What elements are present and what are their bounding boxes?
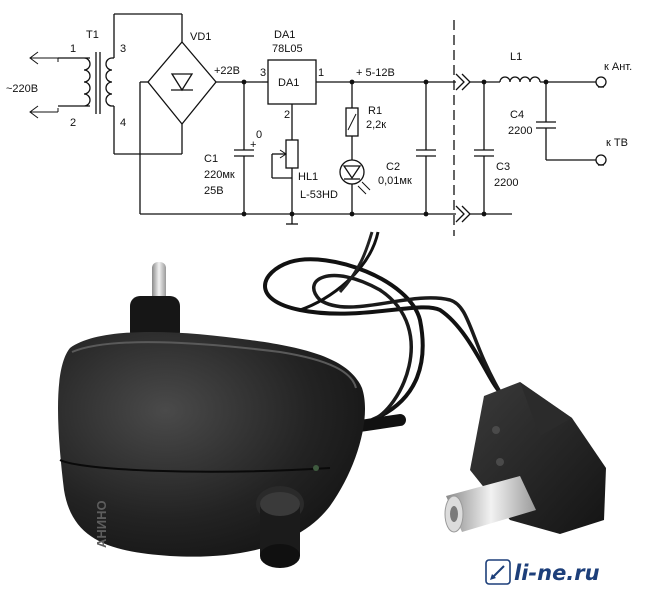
coax-antenna-output: к Ант. <box>595 61 632 88</box>
circuit-schematic: ~220В T1 1 2 3 4 VD1 <box>6 13 632 236</box>
capacitor-c1: + 0 C1 220мк 25В <box>204 79 262 214</box>
da1-pin2-label: 2 <box>284 109 290 121</box>
coax-tv-output: к ТВ <box>595 137 628 166</box>
da1-pin1-label: 1 <box>318 67 324 79</box>
site-name: li-ne.ru <box>514 561 600 585</box>
power-adapter-body: АНИНО <box>58 331 366 557</box>
led-hl1 <box>339 159 371 214</box>
adjust-potentiometer <box>271 139 299 225</box>
site-watermark: li-ne.ru <box>485 559 600 585</box>
r1-value-label: 2,2к <box>366 119 386 131</box>
c3-value-label: 2200 <box>494 177 518 189</box>
da1-box-label: DA1 <box>278 77 299 89</box>
c3-ref-label: C3 <box>496 161 510 173</box>
l1-ref-label: L1 <box>510 51 522 63</box>
t1-ref-label: T1 <box>86 29 99 41</box>
c2-ref-label: C2 <box>386 161 400 173</box>
t1-pin4-label: 4 <box>120 117 126 129</box>
coax-metal-pin <box>444 476 536 533</box>
coax-plug[interactable] <box>444 382 606 534</box>
to-tv-label: к ТВ <box>606 137 628 149</box>
transformer-t1: T1 1 2 3 4 <box>57 14 126 154</box>
c4-ref-label: C4 <box>510 109 524 121</box>
t1-pin1-label: 1 <box>70 43 76 55</box>
c1-ref-label: C1 <box>204 153 218 165</box>
t1-pin2-label: 2 <box>70 117 76 129</box>
cable <box>263 231 502 432</box>
inductor-l1: L1 <box>499 51 596 83</box>
c4-value-label: 2200 <box>508 125 532 137</box>
r1-ref-label: R1 <box>368 105 382 117</box>
da1-ref-label: DA1 <box>274 29 295 41</box>
resistor-r1: R1 2,2к <box>345 79 386 160</box>
vd1-ref-label: VD1 <box>190 31 211 43</box>
indicator-led <box>313 465 319 471</box>
capacitor-c2: C2 0,01мк <box>378 79 436 214</box>
input-voltage-label: +22В <box>214 65 240 77</box>
brand-text: АНИНО <box>94 500 109 548</box>
mains-input: ~220В <box>6 51 58 119</box>
regulator-da1: DA1 78L05 DA1 3 1 2 <box>260 29 456 140</box>
capacitor-c3: C3 2200 <box>474 79 518 217</box>
plug-pins <box>130 262 180 342</box>
hl1-part-label: L-53HD <box>300 189 338 201</box>
da1-part-label: 78L05 <box>272 43 303 55</box>
hl1-ref-label: HL1 <box>298 171 318 183</box>
c1-zero-label: 0 <box>256 129 262 141</box>
adapter-photo: АНИНО <box>58 231 606 568</box>
pen-icon <box>485 559 511 585</box>
c2-value-label: 0,01мк <box>378 175 412 187</box>
output-voltage-label: + 5-12В <box>356 67 395 79</box>
cable-break-marks <box>453 20 512 236</box>
t1-pin3-label: 3 <box>120 43 126 55</box>
mains-voltage-label: ~220В <box>6 83 38 95</box>
c1-voltage-label: 25В <box>204 185 224 197</box>
voltage-knob[interactable] <box>256 486 304 568</box>
to-antenna-label: к Ант. <box>604 61 632 73</box>
capacitor-c4: C4 2200 <box>508 79 596 161</box>
c1-value-label: 220мк <box>204 169 235 181</box>
rectifier-vd1: VD1 <box>114 13 262 214</box>
c1-plus-label: + <box>250 139 256 151</box>
da1-pin3-label: 3 <box>260 67 266 79</box>
